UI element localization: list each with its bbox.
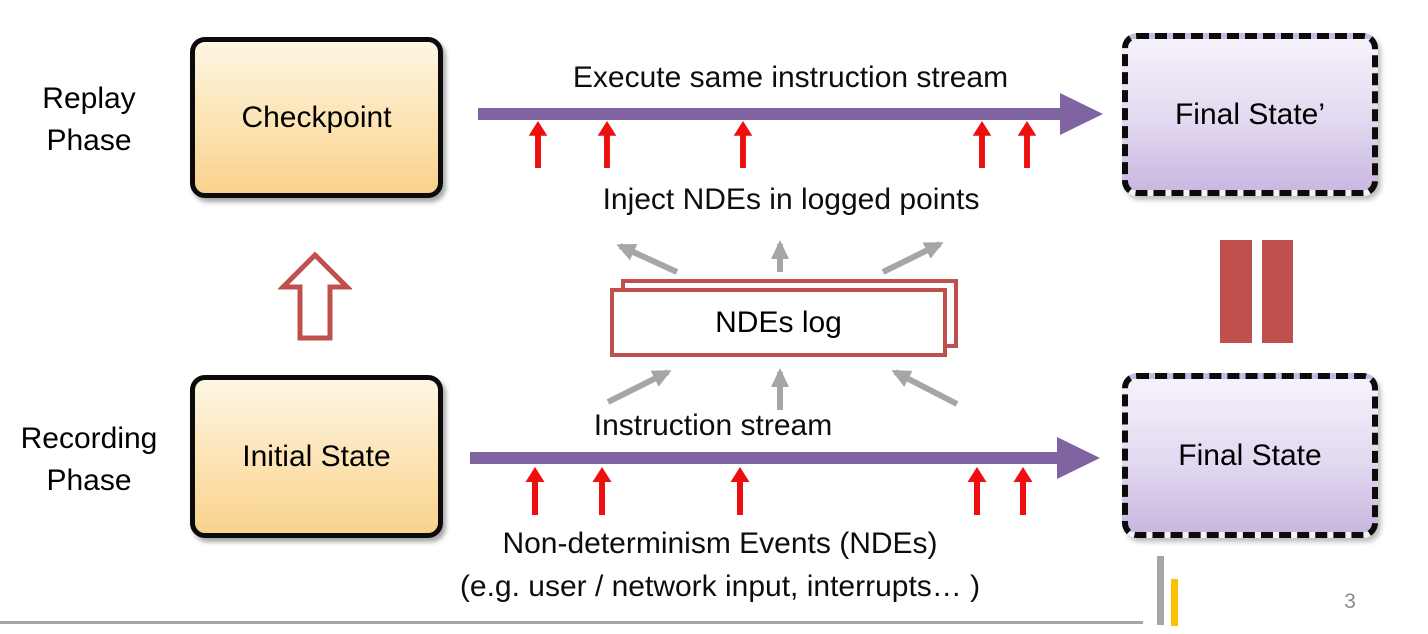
inject-ndes-label: Inject NDEs in logged points: [602, 183, 980, 216]
nde-event-arrow-icon: [967, 467, 987, 515]
replay-phase-line2: Phase: [46, 124, 132, 157]
nde-caption-line2: (e.g. user / network input, interrupts… …: [459, 570, 981, 603]
nde-event-arrow-icon: [733, 121, 753, 168]
recording-phase-line1: Recording: [20, 422, 158, 455]
replay-phase-label: Replay Phase: [18, 78, 160, 162]
nde-event-arrow-icon: [730, 467, 750, 515]
deco-yellow-bar: [1171, 579, 1178, 626]
log-io-arrows-icon: [606, 240, 959, 410]
nde-event-arrow-icon: [592, 467, 612, 515]
final-state-label: Final State: [1178, 438, 1322, 472]
final-state-box: Final State: [1122, 373, 1378, 538]
checkpoint-box: Checkpoint: [190, 37, 443, 198]
nde-caption: Non-determinism Events (NDEs) (e.g. user…: [440, 524, 1000, 606]
nde-event-arrow-icon: [597, 121, 617, 168]
initial-state-box: Initial State: [190, 375, 443, 538]
footer-line: [0, 621, 1143, 624]
replay-stream-arrow-icon: [478, 93, 1103, 135]
checkpoint-restore-arrow-icon: [278, 251, 352, 341]
ndes-log-label: NDEs log: [715, 305, 842, 339]
page-number: 3: [1344, 590, 1356, 613]
recording-stream-label: Instruction stream: [593, 409, 833, 442]
nde-caption-line1: Non-determinism Events (NDEs): [502, 527, 938, 560]
nde-event-arrow-icon: [1013, 467, 1033, 515]
final-state-prime-label: Final State’: [1174, 97, 1326, 131]
checkpoint-label: Checkpoint: [241, 100, 392, 134]
replay-stream-label: Execute same instruction stream: [572, 61, 1009, 94]
nde-event-arrow-icon: [528, 121, 548, 168]
recording-stream-arrow-icon: [470, 437, 1100, 479]
initial-state-label: Initial State: [242, 439, 391, 473]
nde-event-arrow-icon: [525, 467, 545, 515]
nde-event-arrow-icon: [1017, 121, 1037, 168]
recording-phase-label: Recording Phase: [8, 418, 170, 502]
ndes-log-box: NDEs log: [610, 288, 947, 357]
replay-phase-line1: Replay: [42, 82, 136, 115]
recording-phase-line2: Phase: [46, 464, 132, 497]
nde-event-arrow-icon: [972, 121, 992, 168]
final-state-prime-box: Final State’: [1122, 33, 1378, 196]
deco-gray-bar: [1157, 556, 1164, 625]
